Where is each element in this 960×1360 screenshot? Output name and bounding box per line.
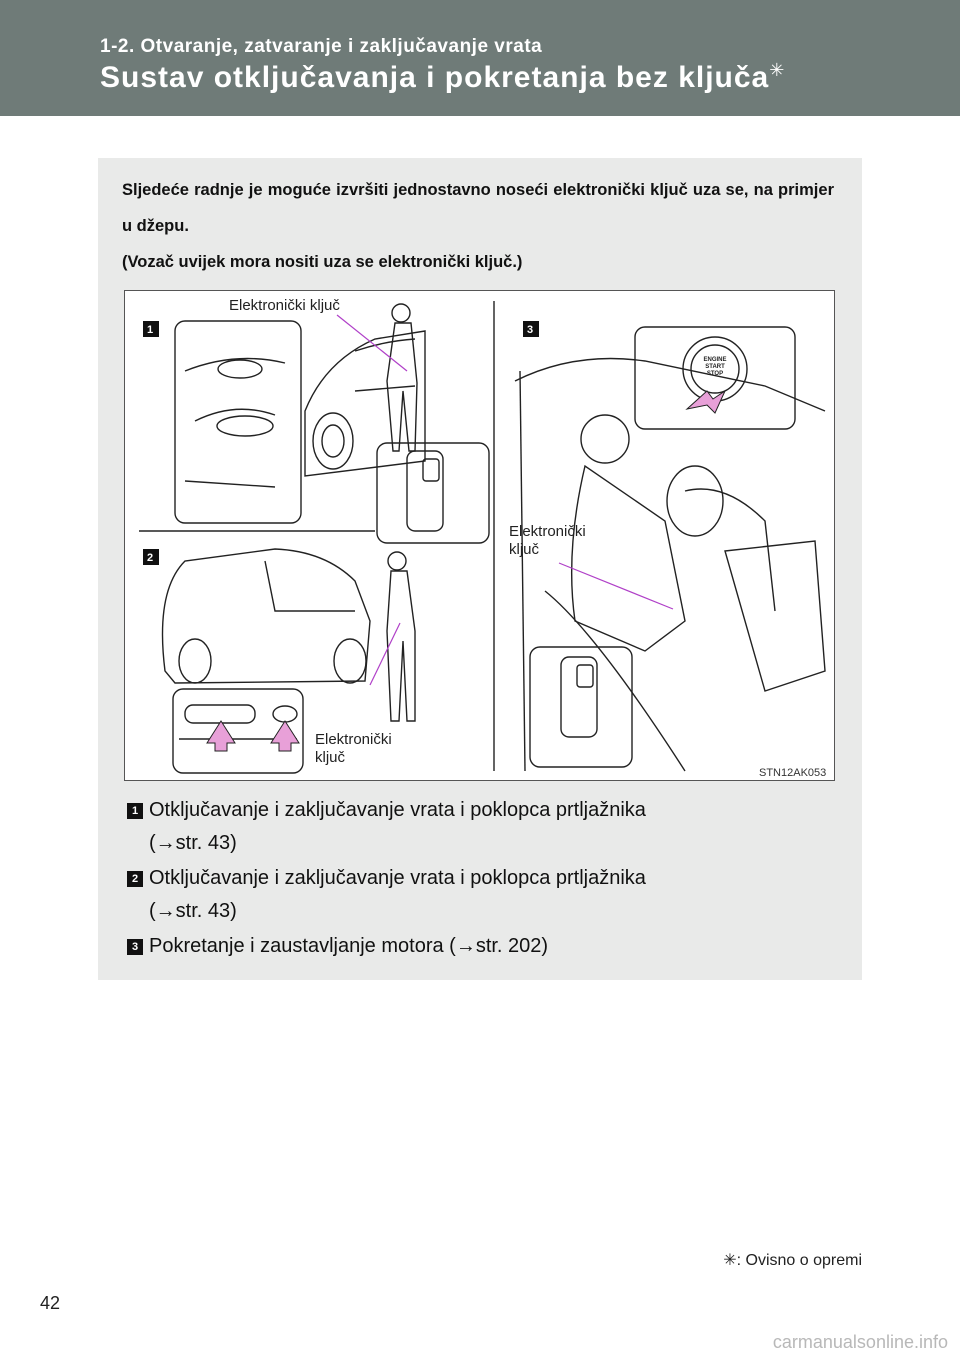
button-line-3: STOP bbox=[706, 371, 724, 377]
list-number: 2 bbox=[127, 871, 143, 887]
list-number: 1 bbox=[127, 803, 143, 819]
page-number: 42 bbox=[40, 1293, 61, 1313]
legend-list: 1 Otključavanje i zaključavanje vrata i … bbox=[127, 794, 847, 965]
button-line-1: ENGINE bbox=[703, 357, 727, 363]
illustration-drawing bbox=[139, 301, 826, 774]
badge-1: 1 bbox=[147, 324, 154, 336]
intro-line-1: Sljedeće radnje je moguće izvršiti jedno… bbox=[122, 181, 834, 235]
list-text[interactable]: Pokretanje i zaustavljanje motora (→str.… bbox=[149, 935, 549, 957]
figure-code: STN12AK053 bbox=[759, 767, 827, 779]
title-asterisk: ✳ bbox=[769, 60, 786, 80]
list-ref[interactable]: (→str. 43) bbox=[149, 832, 237, 854]
page-title-text: Sustav otključavanja i pokretanja bez kl… bbox=[100, 61, 770, 94]
watermark: carmanualsonline.info bbox=[772, 1332, 948, 1352]
list-item: 2 Otključavanje i zaključavanje vrata i … bbox=[127, 862, 847, 928]
section-label: 1-2. Otvaranje, zatvaranje i zaključavan… bbox=[100, 36, 543, 57]
label-key-top: Elektronički ključ bbox=[229, 297, 340, 314]
intro-line-2: (Vozač uvijek mora nositi uza se elektro… bbox=[122, 253, 523, 271]
badge-2: 2 bbox=[147, 552, 154, 564]
list-text: Otključavanje i zaključavanje vrata i po… bbox=[149, 867, 646, 889]
list-item: 1 Otključavanje i zaključavanje vrata i … bbox=[127, 794, 847, 860]
button-line-2: START bbox=[705, 364, 725, 370]
illustration: 1 2 3 Elektronički ključ Elektronički kl… bbox=[124, 290, 835, 781]
list-text: Otključavanje i zaključavanje vrata i po… bbox=[149, 799, 646, 821]
label-key-bottom: Elektronički ključ bbox=[315, 731, 392, 766]
footnote: ✳: Ovisno o opremi bbox=[723, 1252, 862, 1269]
page-header: 1-2. Otvaranje, zatvaranje i zaključavan… bbox=[0, 0, 960, 116]
list-ref[interactable]: (→str. 43) bbox=[149, 900, 237, 922]
label-key-right: Elektronički ključ bbox=[509, 523, 586, 558]
list-item: 3 Pokretanje i zaustavljanje motora (→st… bbox=[127, 930, 847, 963]
page-title: Sustav otključavanja i pokretanja bez kl… bbox=[100, 60, 785, 95]
list-number: 3 bbox=[127, 939, 143, 955]
intro-text: Sljedeće radnje je moguće izvršiti jedno… bbox=[122, 172, 834, 280]
badge-3: 3 bbox=[527, 324, 534, 336]
